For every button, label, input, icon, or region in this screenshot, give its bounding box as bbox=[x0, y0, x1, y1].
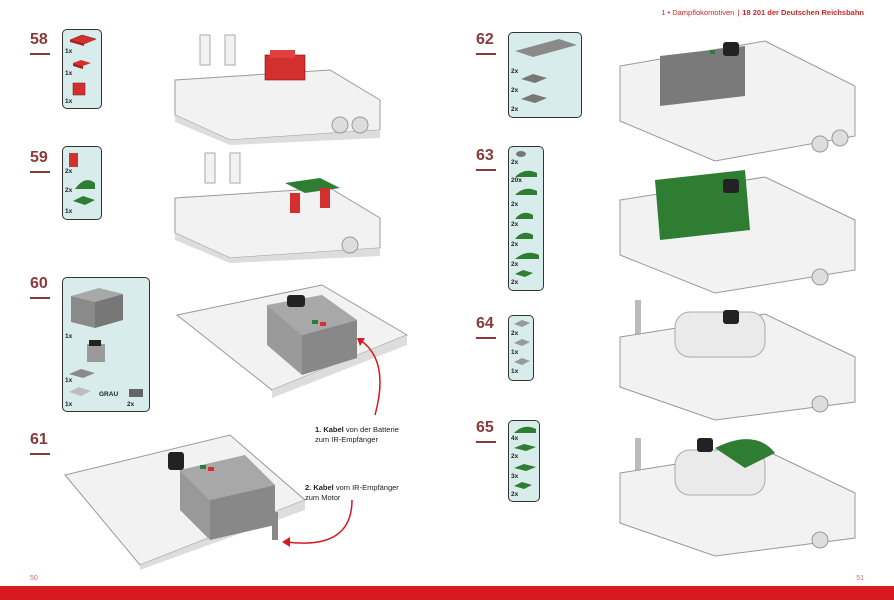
callout-1-text: von der Batterie bbox=[343, 425, 399, 434]
callout-1-text-2: zum IR-Empfänger bbox=[315, 435, 378, 444]
step-number-64: 64 bbox=[476, 315, 496, 339]
gray-flat-tile bbox=[69, 387, 91, 396]
locomotive-model-60 bbox=[175, 284, 409, 398]
callout-cable-1: 1. Kabel von der Batterie zum IR-Empfäng… bbox=[315, 425, 399, 445]
gray-round-tile bbox=[516, 151, 526, 157]
green-plate-brick bbox=[514, 464, 536, 471]
locomotive-model-65 bbox=[619, 438, 856, 557]
locomotive-model-58 bbox=[174, 34, 381, 145]
qty-label: 2x bbox=[511, 279, 519, 286]
qty-label: 1x bbox=[65, 333, 73, 340]
step-number-65: 65 bbox=[476, 419, 496, 443]
qty-label: 1x bbox=[511, 368, 519, 375]
dark-gray-brick bbox=[129, 389, 143, 397]
qty-label: 1x bbox=[65, 208, 73, 215]
qty-label: 1x bbox=[65, 48, 73, 55]
locomotive-model-61 bbox=[64, 434, 306, 570]
green-plate-brick bbox=[514, 444, 536, 451]
qty-label: 2x bbox=[511, 453, 519, 460]
red-plate-brick bbox=[69, 34, 97, 46]
gray-plate-brick bbox=[521, 94, 547, 103]
qty-label: 20x bbox=[511, 177, 522, 184]
red-tall-brick bbox=[72, 82, 86, 96]
callout-2-bold: 2. Kabel bbox=[305, 483, 334, 492]
header-title: 18 201 der Deutschen Reichsbahn bbox=[742, 8, 864, 17]
green-curved-brick bbox=[515, 170, 537, 177]
green-slope-brick bbox=[515, 212, 533, 219]
locomotive-model-62 bbox=[619, 40, 856, 162]
qty-label: 1x bbox=[65, 70, 73, 77]
qty-label: 1x bbox=[65, 98, 73, 105]
qty-label: 2x bbox=[511, 201, 519, 208]
gray-plate-brick bbox=[514, 320, 530, 327]
qty-label: 2x bbox=[511, 491, 519, 498]
parts-box-58: 1x 1x 1x bbox=[62, 29, 102, 109]
green-plate-brick bbox=[514, 482, 532, 489]
qty-label: 3x bbox=[511, 473, 519, 480]
green-curved-brick bbox=[75, 180, 95, 189]
step-number-62: 62 bbox=[476, 31, 496, 55]
green-plate-brick bbox=[515, 270, 533, 277]
gray-plate-brick bbox=[514, 339, 530, 346]
green-plate-brick bbox=[73, 196, 95, 205]
green-slope-brick bbox=[515, 188, 537, 195]
qty-label: 1x bbox=[65, 401, 73, 408]
gray-plate-brick bbox=[514, 358, 530, 365]
header-separator: | bbox=[737, 8, 740, 17]
ir-receiver-part bbox=[87, 340, 105, 362]
callout-2-text-2: zum Motor bbox=[305, 493, 341, 502]
locomotive-model-64 bbox=[619, 300, 856, 421]
qty-label: 2x bbox=[127, 401, 135, 408]
locomotive-model-63 bbox=[619, 170, 856, 294]
parts-box-59: 2x 2x 1x bbox=[62, 146, 102, 220]
header-section: 1 • Dampflokomotiven bbox=[661, 8, 735, 17]
page-number-right: 51 bbox=[856, 575, 864, 582]
qty-label: 1x bbox=[511, 349, 519, 356]
cable-arrow-1 bbox=[357, 338, 381, 416]
step-number-63: 63 bbox=[476, 147, 496, 171]
qty-label: 1x bbox=[65, 377, 73, 384]
green-curved-brick bbox=[514, 426, 536, 433]
qty-label: 4x bbox=[511, 435, 519, 442]
qty-label: 2x bbox=[511, 87, 519, 94]
qty-label: 2x bbox=[65, 187, 73, 194]
gray-plate-brick bbox=[521, 74, 547, 83]
red-tall-brick bbox=[69, 153, 78, 167]
step-number-60: 60 bbox=[30, 275, 50, 299]
callout-2-text: vom IR-Empfänger bbox=[333, 483, 399, 492]
green-slope-brick bbox=[515, 232, 533, 239]
qty-label: 2x bbox=[511, 261, 519, 268]
qty-label: 2x bbox=[511, 106, 519, 113]
parts-box-62: 2x 2x 2x bbox=[508, 32, 582, 118]
parts-box-65: 4x 2x 3x 2x bbox=[508, 420, 540, 502]
qty-label: 2x bbox=[511, 221, 519, 228]
qty-label: 2x bbox=[65, 168, 73, 175]
footer-bar bbox=[0, 586, 894, 600]
qty-label: 2x bbox=[511, 68, 519, 75]
callout-cable-2: 2. Kabel vom IR-Empfänger zum Motor bbox=[305, 483, 399, 503]
cable-arrow-2 bbox=[282, 499, 353, 547]
step-number-61: 61 bbox=[30, 431, 50, 455]
color-label-grau: GRAU bbox=[99, 391, 119, 398]
parts-box-64: 2x 1x 1x bbox=[508, 315, 534, 381]
callout-1-bold: 1. Kabel bbox=[315, 425, 344, 434]
gray-plate-brick bbox=[69, 369, 95, 378]
qty-label: 2x bbox=[511, 330, 519, 337]
page-number-left: 50 bbox=[30, 575, 38, 582]
parts-box-60: 1x 1x 1x GRAU 2x bbox=[62, 277, 150, 412]
running-header: 1 • Dampflokomotiven|18 201 der Deutsche… bbox=[661, 8, 864, 17]
qty-label: 2x bbox=[511, 241, 519, 248]
gray-long-plate bbox=[515, 39, 577, 57]
parts-box-63: 2x 20x 2x 2x 2x 2x 2x bbox=[508, 146, 544, 291]
qty-label: 2x bbox=[511, 159, 519, 166]
battery-box-part bbox=[71, 288, 123, 328]
red-small-brick bbox=[73, 60, 91, 69]
green-curved-brick bbox=[515, 252, 539, 259]
step-number-59: 59 bbox=[30, 149, 50, 173]
step-number-58: 58 bbox=[30, 31, 50, 55]
locomotive-model-59 bbox=[174, 152, 381, 263]
